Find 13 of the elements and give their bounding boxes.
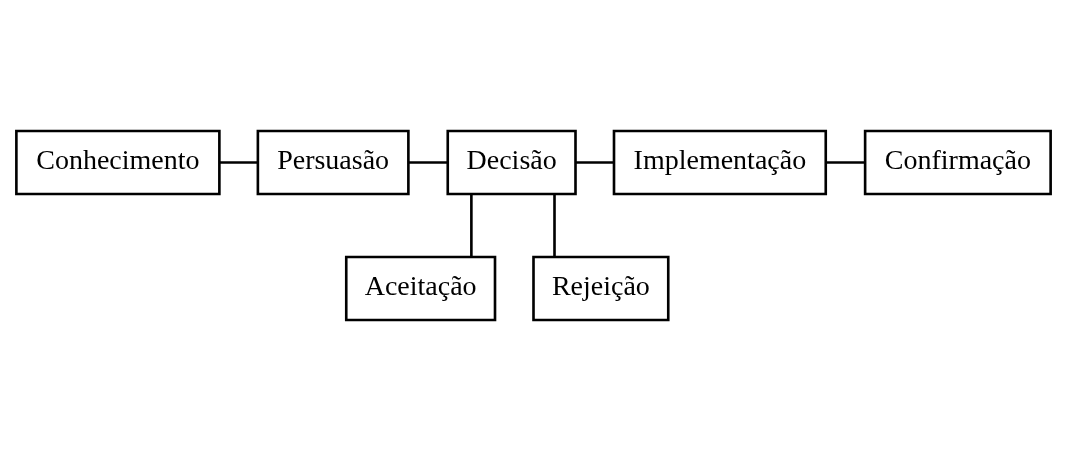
connector [575, 160, 614, 164]
connector [408, 160, 448, 164]
node-box: Rejeição [532, 255, 670, 321]
node-box: Implementação [612, 129, 828, 195]
connector [470, 193, 473, 256]
node-box: Conhecimento [15, 129, 221, 195]
node-box: Persuasão [256, 129, 410, 195]
node-box: Confirmação [863, 129, 1052, 195]
connector [826, 160, 865, 164]
connector [553, 193, 556, 256]
node-box: Decisão [446, 129, 577, 195]
connector [219, 160, 258, 164]
node-box: Aceitação [344, 255, 497, 321]
